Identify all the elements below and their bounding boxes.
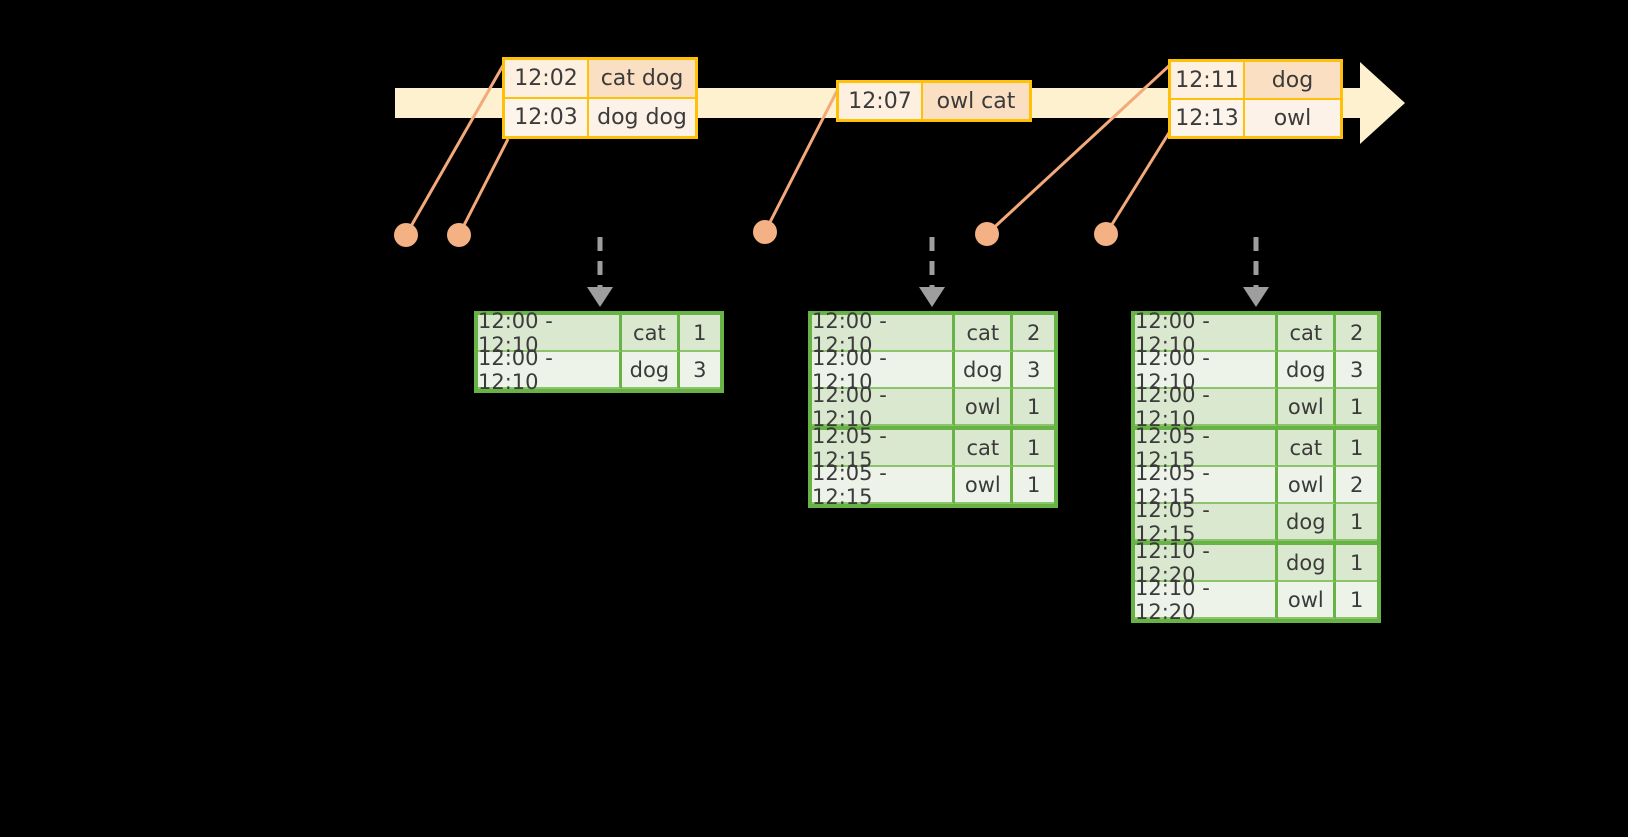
event-dot-icon [1094,222,1118,246]
event-row: 12:07 owl cat [839,83,1029,119]
key-cell: cat [955,315,1014,352]
event-dot-icon [753,220,777,244]
key-cell: cat [955,430,1014,467]
key-cell: cat [1278,315,1337,352]
event-box-3[interactable]: 12:11 dog 12:13 owl [1168,59,1343,139]
count-cell: 1 [1013,467,1054,504]
event-box-2[interactable]: 12:07 owl cat [836,80,1032,122]
key-cell: cat [1278,430,1337,467]
window-cell: 12:00 - 12:10 [478,346,623,394]
key-cell: dog [1278,545,1337,582]
event-dot-icon [394,223,418,247]
count-cell: 3 [1013,352,1054,389]
event-value: owl [1243,100,1340,136]
event-row: 12:02 cat dog [505,60,695,97]
count-cell: 2 [1013,315,1054,352]
window-cell: 12:00 - 12:10 [812,309,956,357]
event-row: 12:11 dog [1171,62,1340,98]
event-value: cat dog [587,60,695,97]
count-cell: 1 [1336,430,1377,467]
window-cell: 12:00 - 12:10 [1135,309,1279,357]
count-cell: 1 [1336,545,1377,582]
window-cell: 12:05 - 12:15 [1135,461,1279,509]
count-cell: 1 [1336,582,1377,619]
event-time: 12:07 [839,83,921,119]
flow-arrow-head-icon [919,287,945,307]
window-cell: 12:10 - 12:20 [1135,576,1279,624]
window-cell: 12:05 - 12:15 [812,461,956,509]
event-time: 12:11 [1171,62,1243,98]
key-cell: dog [955,352,1014,389]
window-cell: 12:05 - 12:15 [812,424,956,472]
event-value: dog [1243,62,1340,98]
connector-line [457,138,510,236]
flow-arrow-head-icon [587,287,613,307]
count-cell: 2 [1336,315,1377,352]
count-cell: 1 [1336,389,1377,426]
key-cell: dog [1278,352,1337,389]
count-cell: 1 [1013,389,1054,426]
count-cell: 1 [679,315,721,352]
key-cell: owl [1278,582,1337,619]
window-cell: 12:00 - 12:10 [812,383,956,431]
timeline-arrowhead-icon [1360,62,1405,144]
event-dot-icon [975,222,999,246]
key-cell: owl [1278,389,1337,426]
key-cell: dog [622,352,680,389]
event-box-1[interactable]: 12:02 cat dog 12:03 dog dog [502,57,698,139]
connector-line [1104,127,1174,235]
count-cell: 1 [1013,430,1054,467]
key-cell: cat [622,315,680,352]
key-cell: dog [1278,504,1337,541]
event-row: 12:13 owl [1171,98,1340,136]
event-value: dog dog [587,99,695,136]
event-value: owl cat [921,83,1029,119]
window-cell: 12:00 - 12:10 [1135,383,1279,431]
key-cell: owl [1278,467,1337,504]
event-time: 12:02 [505,60,587,97]
window-cell: 12:05 - 12:15 [1135,498,1279,546]
count-cell: 2 [1336,467,1377,504]
flow-arrow-head-icon [1243,287,1269,307]
count-cell: 3 [679,352,721,389]
event-time: 12:13 [1171,100,1243,136]
event-time: 12:03 [505,99,587,136]
key-cell: owl [955,389,1014,426]
count-cell: 1 [1336,504,1377,541]
key-cell: owl [955,467,1014,504]
count-cell: 3 [1336,352,1377,389]
event-row: 12:03 dog dog [505,97,695,136]
event-dot-icon [447,223,471,247]
